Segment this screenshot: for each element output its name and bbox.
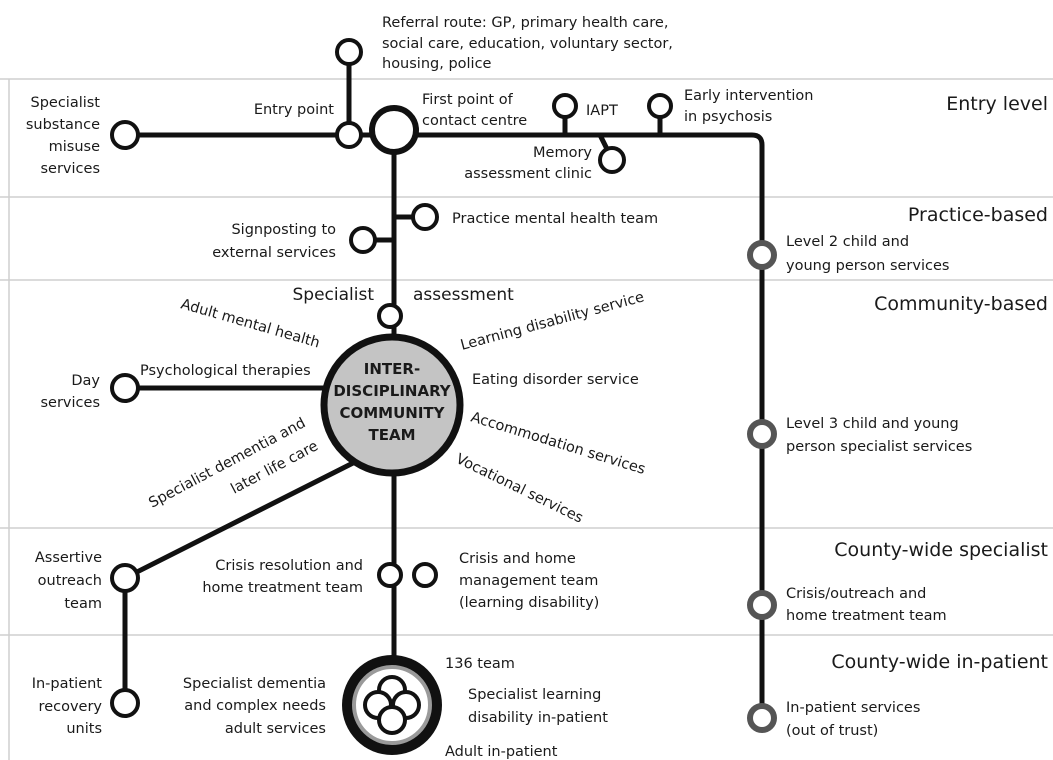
iapt-station[interactable] <box>552 93 578 119</box>
level3-1: Level 3 child and young <box>786 416 959 432</box>
entry-point-label: Entry point <box>254 102 334 118</box>
level3-station[interactable] <box>747 419 777 449</box>
level2-station[interactable] <box>747 240 777 270</box>
specialist-label: Specialist <box>293 285 375 305</box>
tier-county-inpatient: County-wide in-patient <box>831 651 1048 673</box>
county-labels: Assertive outreach team Crisis resolutio… <box>35 550 947 624</box>
referral-line-2: social care, education, voluntary sector… <box>382 36 673 52</box>
entry-line <box>122 132 765 723</box>
dementia-branch <box>122 459 358 581</box>
crisis-left-station[interactable] <box>377 562 403 588</box>
vocational-label: Vocational services <box>453 451 585 526</box>
recovery-3: units <box>66 721 102 737</box>
tier-entry: Entry level <box>946 93 1048 115</box>
substance-3: misuse <box>49 139 100 155</box>
team136-label: 136 team <box>445 656 515 672</box>
substance-4: services <box>41 161 101 177</box>
inpatient-labels: In-patient recovery units Specialist dem… <box>32 656 921 760</box>
day-services-station[interactable] <box>110 373 140 403</box>
out-of-trust-1: In-patient services <box>786 700 920 716</box>
dementia-complex-2: and complex needs <box>184 698 326 714</box>
tier-dividers <box>0 78 1053 636</box>
crisis-outreach-2: home treatment team <box>786 608 947 624</box>
referral-label: Referral route: GP, primary health care,… <box>382 15 673 72</box>
dementia-complex-1: Specialist dementia <box>183 676 326 692</box>
recovery-1: In-patient <box>32 676 103 692</box>
assertive-station[interactable] <box>110 563 140 593</box>
eating-label: Eating disorder service <box>472 372 639 388</box>
out-of-trust-2: (out of trust) <box>786 723 878 739</box>
stations <box>110 38 673 718</box>
crisis-outreach-1: Crisis/outreach and <box>786 586 926 602</box>
pmht-station[interactable] <box>411 203 439 231</box>
memory-2: assessment clinic <box>464 166 592 182</box>
ld-inpatient-2: disability in-patient <box>468 710 608 726</box>
signpost-2: external services <box>212 245 336 261</box>
crisis-right-station[interactable] <box>412 562 438 588</box>
unit-bottom <box>377 705 407 735</box>
first-contact-station[interactable] <box>369 105 419 155</box>
assessment-label: assessment <box>413 285 514 305</box>
hub-line-2: DISCIPLINARY <box>333 382 451 400</box>
crisis-res-2: home treatment team <box>202 580 363 596</box>
first-contact-2: contact centre <box>422 113 527 129</box>
referral-station[interactable] <box>335 38 363 66</box>
crisis-home-3: (learning disability) <box>459 595 599 611</box>
hub-line-1: INTER- <box>364 360 420 378</box>
ld-inpatient-1: Specialist learning <box>468 687 601 703</box>
substance-1: Specialist <box>30 95 100 111</box>
day-2: services <box>41 395 101 411</box>
iapt-label: IAPT <box>586 103 618 119</box>
tier-community: Community-based <box>874 293 1048 315</box>
crisis-home-2: management team <box>459 573 598 589</box>
hub-line-4: TEAM <box>368 426 415 444</box>
practice-labels: Practice mental health team Signposting … <box>212 211 949 274</box>
tier-county-specialist: County-wide specialist <box>834 539 1048 561</box>
assertive-3: team <box>64 596 102 612</box>
community-labels: Specialist assessment Adult mental healt… <box>41 285 973 527</box>
hub-line-3: COMMUNITY <box>339 404 445 422</box>
crisis-home-1: Crisis and home <box>459 551 576 567</box>
level2-1: Level 2 child and <box>786 234 909 250</box>
recovery-station[interactable] <box>110 688 140 718</box>
crisis-res-1: Crisis resolution and <box>215 558 363 574</box>
signposting-station[interactable] <box>349 226 377 254</box>
memory-station[interactable] <box>598 146 626 174</box>
early-intervention-station[interactable] <box>647 93 673 119</box>
inpatient-units <box>363 675 421 735</box>
inpatient-hub[interactable] <box>342 655 442 755</box>
hub-label: INTER- DISCIPLINARY COMMUNITY TEAM <box>333 360 451 444</box>
assertive-1: Assertive <box>35 550 102 566</box>
tier-labels: Entry level Practice-based Community-bas… <box>831 93 1048 673</box>
assessment-station[interactable] <box>377 303 403 329</box>
memory-1: Memory <box>533 145 592 161</box>
community-team-hub[interactable] <box>320 333 464 477</box>
adult-inpatient-label: Adult in-patient <box>445 744 558 760</box>
crisis-outreach-station[interactable] <box>747 590 777 620</box>
early-1: Early intervention <box>684 88 813 104</box>
referral-line-1: Referral route: GP, primary health care, <box>382 15 668 31</box>
level3-2: person specialist services <box>786 439 972 455</box>
pmht-label: Practice mental health team <box>452 211 658 227</box>
early-2: in psychosis <box>684 109 772 125</box>
substance-station[interactable] <box>110 120 140 150</box>
camhs-stations <box>747 240 777 733</box>
assertive-2: outreach <box>38 573 102 589</box>
first-contact-1: First point of <box>422 92 514 108</box>
referral-line-3: housing, police <box>382 56 492 72</box>
day-1: Day <box>71 373 100 389</box>
out-of-trust-station[interactable] <box>747 703 777 733</box>
level2-2: young person services <box>786 258 949 274</box>
signpost-1: Signposting to <box>231 222 336 238</box>
entry-point-station[interactable] <box>335 121 363 149</box>
recovery-2: recovery <box>39 699 103 715</box>
dementia-complex-3: adult services <box>225 721 326 737</box>
entry-labels: Specialist substance misuse services Ent… <box>26 88 814 182</box>
substance-2: substance <box>26 117 100 133</box>
psych-label: Psychological therapies <box>140 363 311 379</box>
tier-practice: Practice-based <box>908 204 1048 226</box>
